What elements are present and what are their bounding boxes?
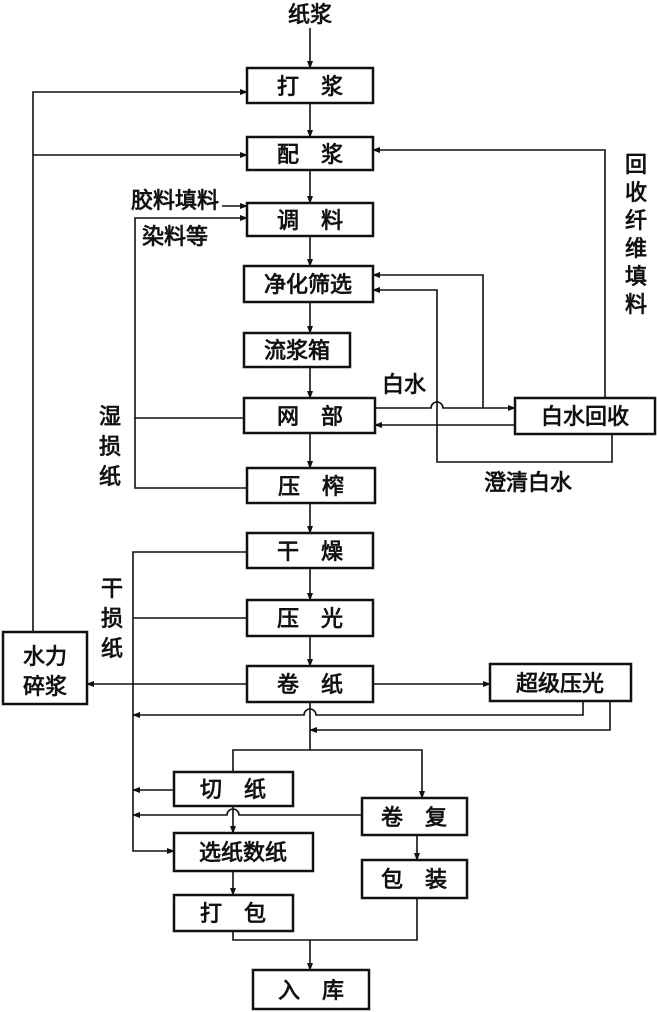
connector-lines [32, 28, 613, 971]
step-rewind: 卷 复 [360, 796, 469, 837]
step-sorting: 选纸数纸 [172, 831, 315, 873]
dry-broke-label: 干 损 纸 [101, 577, 123, 662]
step-baling: 打 包 [172, 893, 295, 933]
svg-text:纸: 纸 [99, 464, 121, 490]
wet-broke-label: 湿 损 纸 [99, 405, 121, 490]
step-blending: 配 浆 [245, 135, 375, 172]
input-pulp-label: 纸浆 [288, 2, 333, 28]
svg-text:切 纸: 切 纸 [200, 777, 266, 803]
svg-text:入 库: 入 库 [278, 979, 344, 1004]
clarified-white-water-label: 澄清白水 [484, 470, 573, 496]
svg-text:水力: 水力 [23, 645, 67, 670]
recovered-fiber-label: 回 收 纤 维 填 料 [625, 153, 647, 318]
step-calender: 压 光 [245, 598, 375, 638]
step-press: 压 榨 [245, 466, 377, 505]
step-beating: 打 浆 [245, 66, 375, 105]
step-storage: 入 库 [251, 968, 371, 1011]
svg-text:损: 损 [99, 435, 121, 460]
step-reel: 卷 纸 [245, 664, 375, 704]
svg-text:压 光: 压 光 [277, 607, 343, 632]
svg-text:损: 损 [101, 607, 123, 632]
additives-label: 胶料填料 [131, 188, 219, 214]
svg-text:超级压光: 超级压光 [516, 671, 604, 697]
svg-text:料: 料 [625, 293, 647, 318]
step-headbox: 流浆箱 [242, 331, 352, 369]
svg-text:卷 纸: 卷 纸 [276, 672, 343, 698]
svg-text:卷 复: 卷 复 [380, 805, 448, 831]
svg-text:湿: 湿 [99, 405, 121, 430]
svg-text:碎浆: 碎浆 [23, 674, 68, 700]
svg-text:选纸数纸: 选纸数纸 [199, 840, 287, 866]
step-drying: 干 燥 [245, 531, 375, 570]
step-packing: 包 装 [360, 858, 469, 900]
step-sizing: 调 料 [245, 201, 375, 238]
svg-text:干: 干 [101, 577, 123, 602]
additives-label-2: 染料等 [142, 224, 208, 250]
step-wire: 网 部 [242, 396, 377, 435]
svg-text:收: 收 [625, 180, 647, 206]
svg-text:打 包: 打 包 [200, 901, 266, 927]
svg-text:纤: 纤 [625, 208, 647, 234]
svg-text:配 浆: 配 浆 [277, 142, 344, 168]
svg-text:净化筛选: 净化筛选 [264, 272, 352, 298]
step-whitewater-recovery: 白水回收 [513, 396, 657, 436]
white-water-label: 白水 [382, 372, 427, 398]
svg-text:压 榨: 压 榨 [278, 474, 344, 500]
svg-text:包 装: 包 装 [381, 867, 447, 893]
svg-text:打 浆: 打 浆 [277, 74, 344, 100]
step-pulper: 水力 碎浆 [1, 630, 89, 706]
svg-text:填: 填 [625, 265, 647, 290]
svg-text:网 部: 网 部 [277, 404, 343, 430]
step-cleaning: 净化筛选 [242, 264, 375, 304]
svg-text:纸: 纸 [101, 636, 123, 662]
step-supercalender: 超级压光 [488, 662, 633, 703]
svg-text:维: 维 [625, 236, 647, 262]
svg-text:干 燥: 干 燥 [277, 540, 344, 565]
svg-text:回: 回 [625, 153, 647, 178]
svg-text:流浆箱: 流浆箱 [264, 338, 330, 364]
svg-text:白水回收: 白水回收 [541, 404, 629, 430]
svg-text:调 料: 调 料 [277, 209, 343, 234]
step-cutting: 切 纸 [172, 770, 295, 808]
